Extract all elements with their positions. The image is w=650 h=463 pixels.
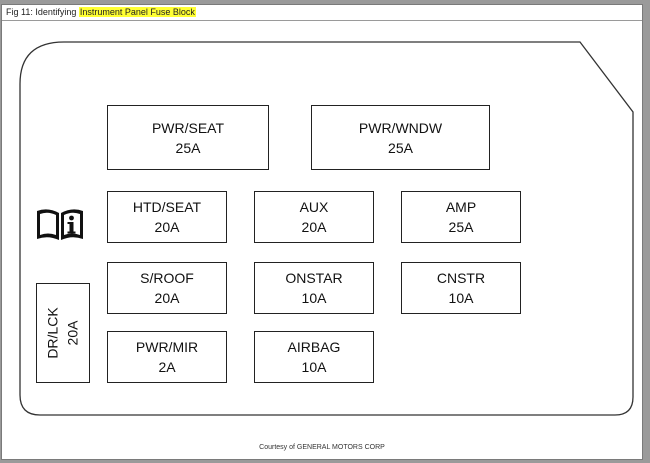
fuse-dr-lck: DR/LCK 20A [36, 283, 90, 383]
fuse-rating: 25A [388, 139, 413, 156]
fuse-htd-seat: HTD/SEAT 20A [107, 191, 227, 243]
figure-title: Fig 11: Identifying Instrument Panel Fus… [2, 5, 642, 21]
fuse-airbag: AIRBAG 10A [254, 331, 374, 383]
fuse-rating: 10A [301, 359, 327, 375]
fuse-pwr-mir: PWR/MIR 2A [107, 331, 227, 383]
fuse-s-roof: S/ROOF 20A [107, 262, 227, 314]
owner-manual-info-icon [37, 209, 83, 240]
fuse-block-outline [19, 41, 634, 416]
fuse-rating: 10A [448, 290, 474, 306]
figure-frame: Fig 11: Identifying Instrument Panel Fus… [1, 4, 643, 460]
fuse-dr-lck-rotated: DR/LCK 20A [43, 307, 83, 358]
fuse-label: CNSTR [436, 270, 486, 286]
fuse-label: PWR/WNDW [358, 119, 443, 136]
fuse-pwr-wndw: PWR/WNDW 25A [311, 105, 490, 170]
fuse-label: DR/LCK [44, 307, 61, 359]
fuse-label: S/ROOF [140, 270, 194, 286]
fuse-aux: AUX 20A [254, 191, 374, 243]
fuse-label: ONSTAR [285, 270, 343, 286]
fuse-label: AMP [445, 199, 477, 215]
fuse-label: AUX [299, 199, 329, 215]
fuse-pwr-seat: PWR/SEAT 25A [107, 105, 269, 170]
fuse-rating: 20A [154, 290, 180, 306]
figure-caption: Courtesy of GENERAL MOTORS CORP [259, 444, 385, 451]
fuse-amp: AMP 25A [401, 191, 521, 243]
fuse-rating: 25A [448, 219, 474, 235]
figure-title-prefix: Fig 11: Identifying [6, 7, 79, 17]
fuse-rating: 2A [158, 359, 176, 375]
fuse-cnstr: CNSTR 10A [401, 262, 521, 314]
fuse-label: HTD/SEAT [132, 199, 202, 215]
figure-title-highlight: Instrument Panel Fuse Block [78, 7, 196, 17]
fuse-onstar: ONSTAR 10A [254, 262, 374, 314]
fuse-label: PWR/MIR [135, 339, 199, 355]
fuse-rating: 20A [64, 320, 81, 346]
fuse-rating: 20A [301, 219, 327, 235]
fuse-label: AIRBAG [287, 339, 341, 355]
fuse-label: PWR/SEAT [151, 119, 225, 136]
fuse-rating: 25A [175, 139, 201, 156]
fuse-rating: 20A [154, 219, 180, 235]
fuse-rating: 10A [301, 290, 327, 306]
